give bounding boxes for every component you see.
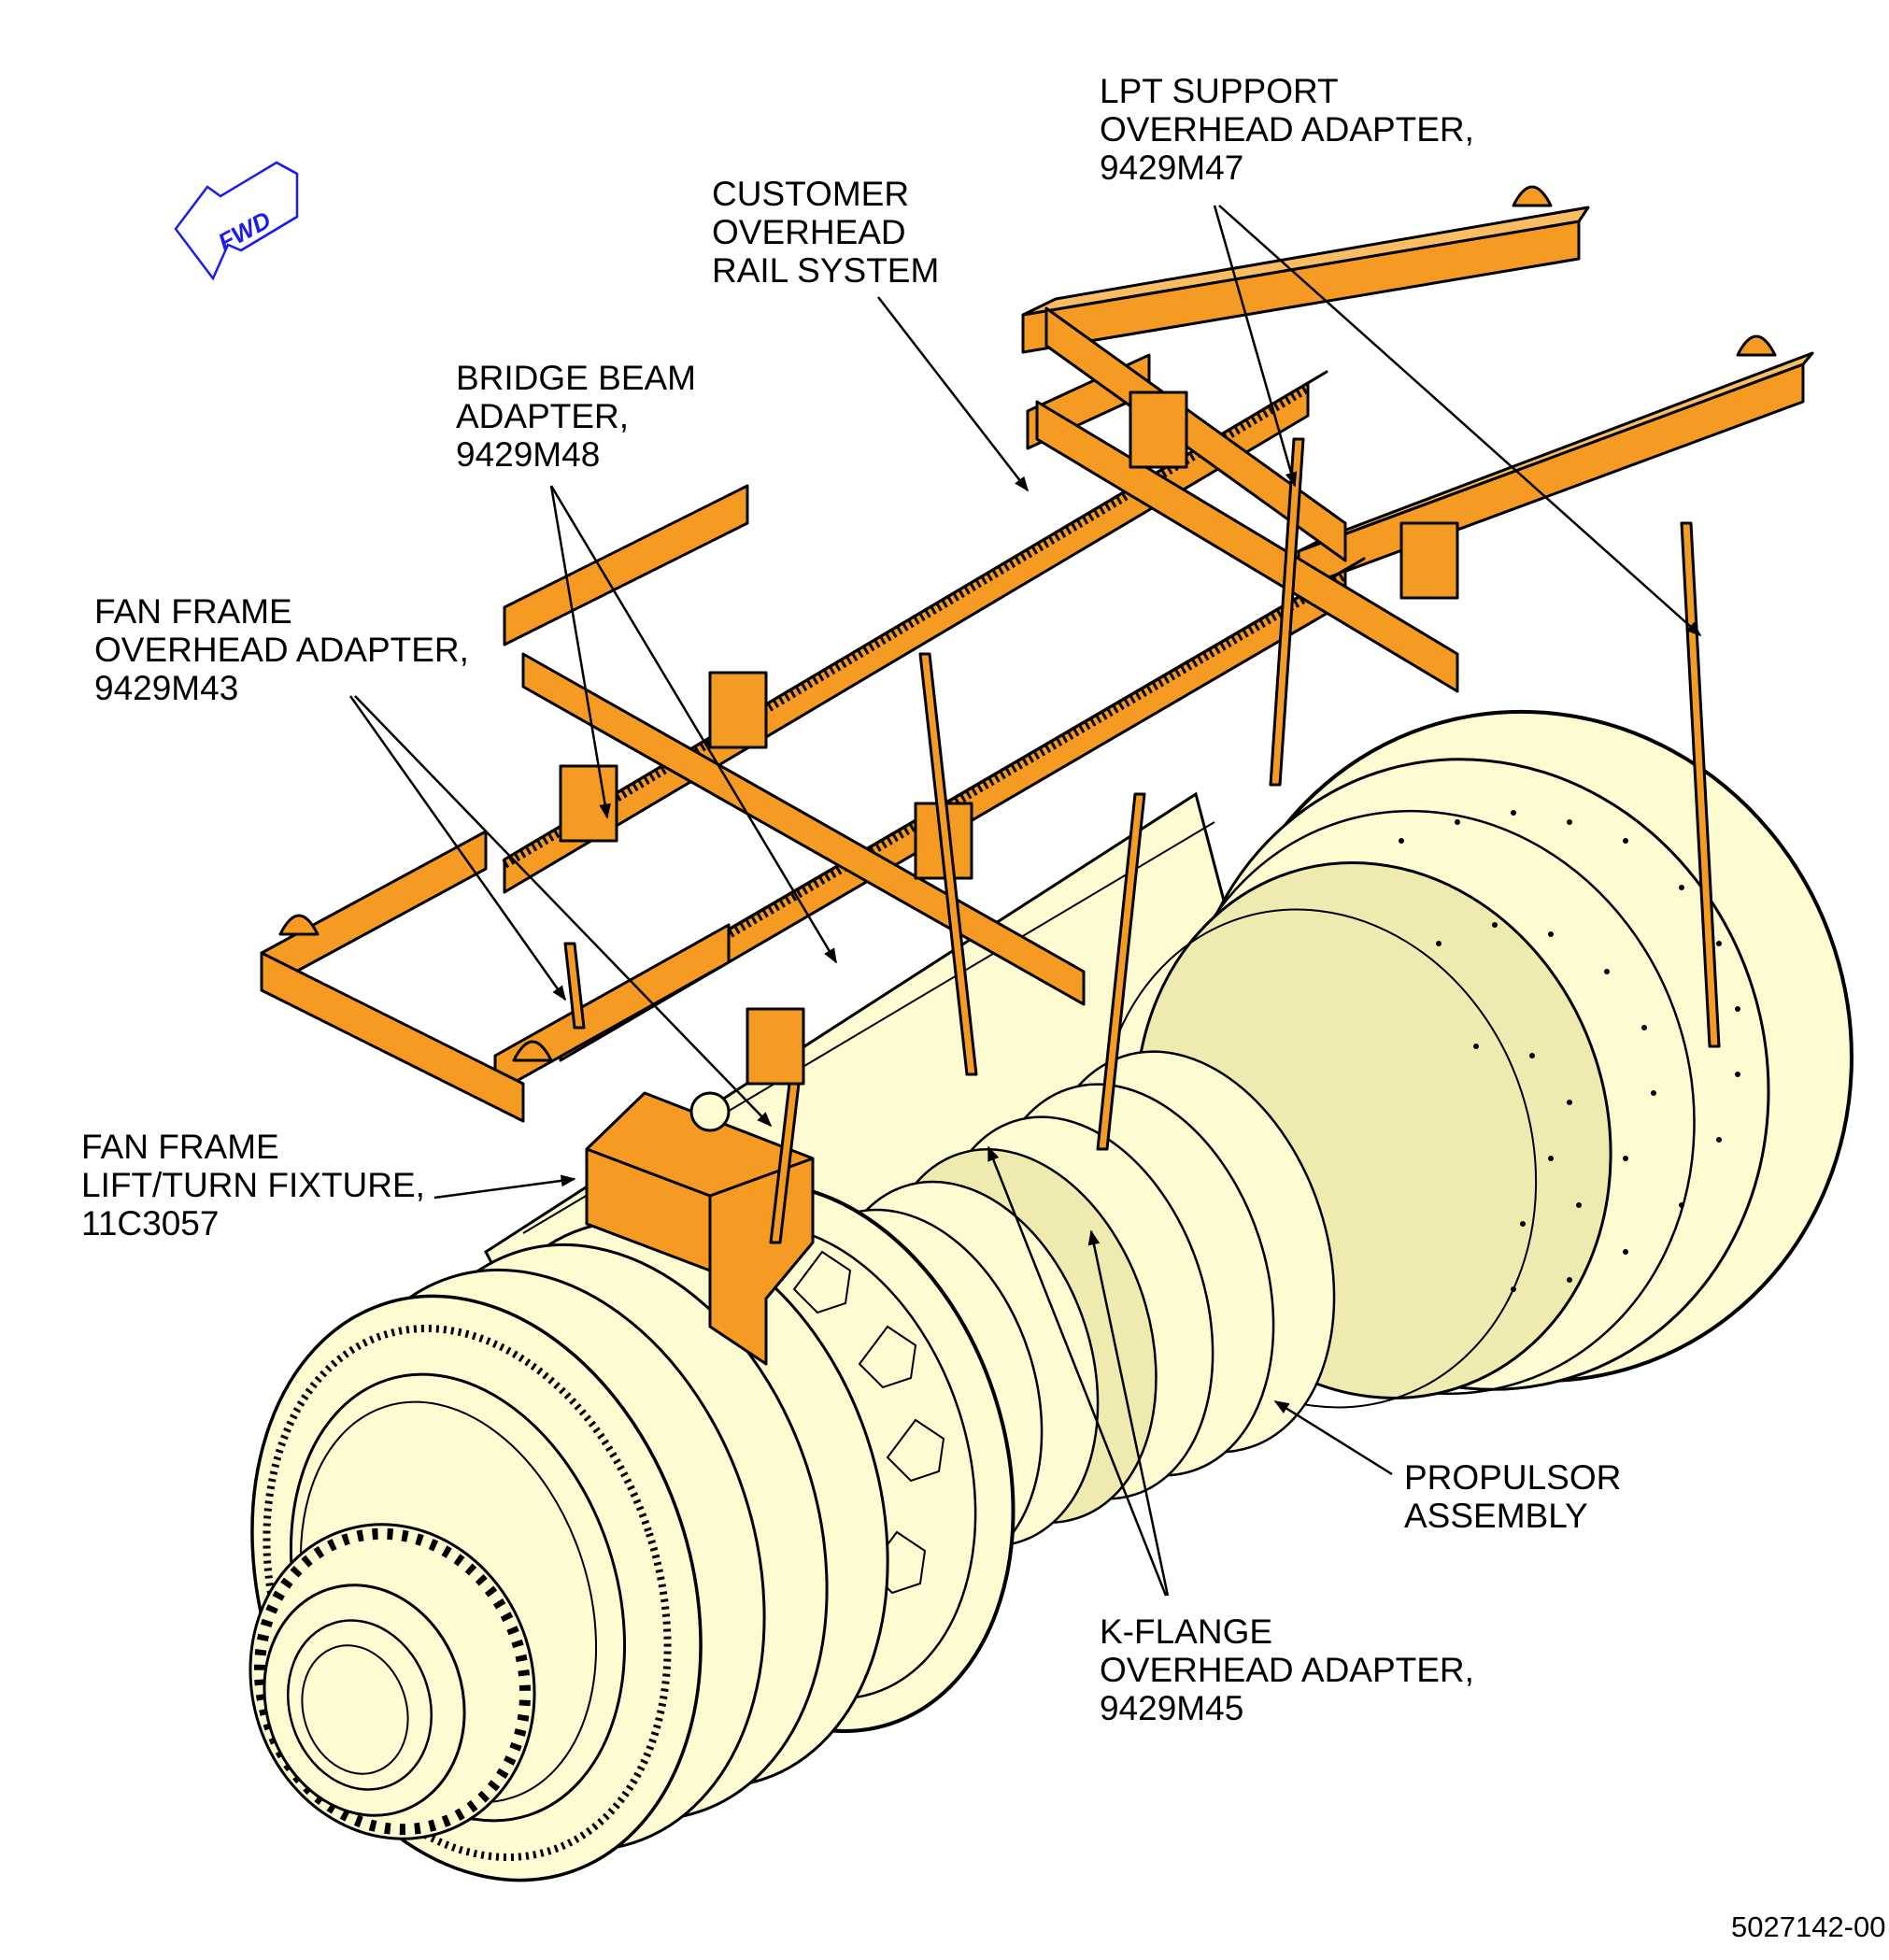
label-customer-rail-system: CUSTOMER OVERHEAD RAIL SYSTEM bbox=[712, 175, 940, 290]
label-fan-frame-overhead-adapter: FAN FRAME OVERHEAD ADAPTER, 9429M43 bbox=[94, 592, 469, 707]
fwd-arrow-icon: FWD bbox=[174, 161, 299, 281]
figure-id: 5027142-00 bbox=[1731, 1910, 1886, 1943]
tie-rods bbox=[563, 437, 1721, 1244]
label-k-flange-adapter: K-FLANGE OVERHEAD ADAPTER, 9429M45 bbox=[1100, 1612, 1474, 1727]
lpt-casing bbox=[1097, 709, 1853, 1409]
label-lpt-support-adapter: LPT SUPPORT OVERHEAD ADAPTER, 9429M47 bbox=[1100, 72, 1474, 187]
leader-lines bbox=[348, 205, 1702, 1597]
propulsor-assembly bbox=[249, 709, 1853, 1882]
label-fan-frame-lift-fixture: FAN FRAME LIFT/TURN FIXTURE, 11C3057 bbox=[81, 1128, 425, 1243]
customer-overhead-rail-system bbox=[260, 185, 1814, 1366]
fan-hub bbox=[249, 1523, 536, 1840]
label-propulsor-assembly: PROPULSOR ASSEMBLY bbox=[1404, 1458, 1622, 1535]
fan-frame-lift-fixture bbox=[585, 1091, 815, 1366]
label-bridge-beam-adapter: BRIDGE BEAM ADAPTER, 9429M48 bbox=[456, 359, 696, 474]
